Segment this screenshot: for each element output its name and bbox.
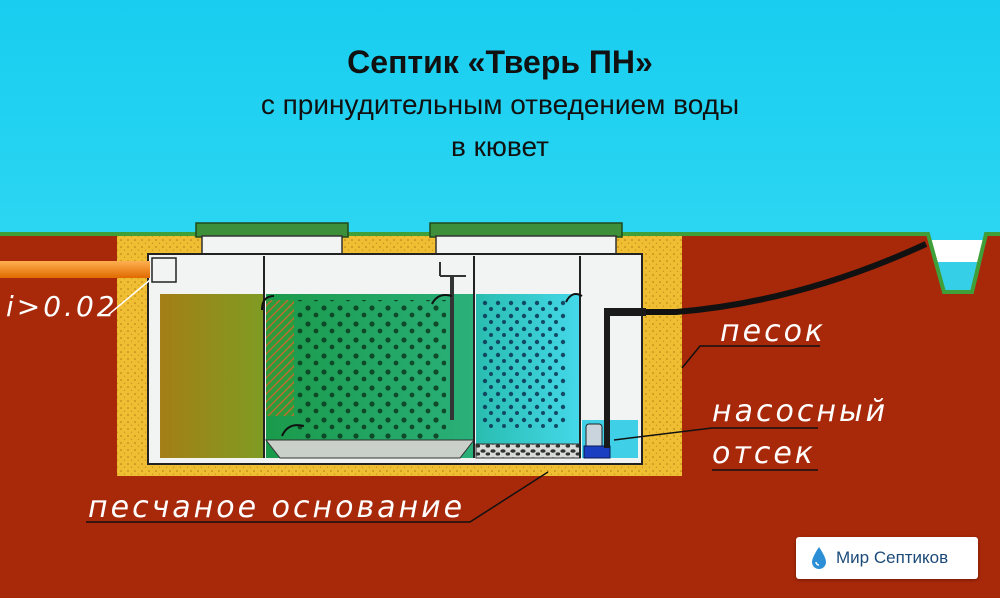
fiber-media-overlay <box>266 300 294 416</box>
lid-right <box>429 222 623 238</box>
label-sand-base: песчаное основание <box>88 490 466 525</box>
chamber-biofilter-bubbles <box>296 300 446 440</box>
gravel-bed <box>475 443 581 459</box>
chamber2-funnel <box>264 439 476 459</box>
diagram-title: Септик «Тверь ПН» <box>347 44 653 80</box>
label-pump-line2: отсек <box>712 436 816 471</box>
leader-sand <box>681 345 820 369</box>
inlet-coupling <box>151 257 177 283</box>
chamber-sludge <box>160 294 264 458</box>
leader-slope <box>107 279 151 316</box>
water-drop-icon <box>812 547 826 569</box>
flow-arrow-3 <box>431 294 453 305</box>
diagram-subtitle-2: в кювет <box>451 131 549 162</box>
leader-base <box>469 471 549 523</box>
ditch-water <box>936 262 980 292</box>
label-pump-line1: насосный <box>712 394 889 429</box>
pump-body <box>585 423 603 449</box>
leader-pump <box>613 427 818 441</box>
label-sand: песок <box>720 314 827 349</box>
brand-name: Мир Септиков <box>836 548 949 567</box>
flow-arrow-2 <box>281 424 305 437</box>
grass-line <box>0 232 1000 294</box>
chamber-aeration-bubbles <box>482 300 566 430</box>
brand-logo[interactable]: Мир Септиков <box>796 537 978 579</box>
flow-arrow-1 <box>261 295 275 311</box>
inlet-pipe <box>0 261 150 278</box>
sky <box>0 0 1000 240</box>
outlet-hose <box>646 241 928 315</box>
diagram-subtitle: с принудительным отведением воды <box>260 89 740 120</box>
label-slope: i>0.02 <box>6 290 118 323</box>
title-block: Септик «Тверь ПН» с принудительным отвед… <box>0 40 1000 168</box>
flow-arrow-4 <box>565 293 583 303</box>
pump-elbow <box>604 308 646 316</box>
pump-base <box>583 445 611 459</box>
pump-riser <box>604 312 610 448</box>
lid-left <box>195 222 349 238</box>
